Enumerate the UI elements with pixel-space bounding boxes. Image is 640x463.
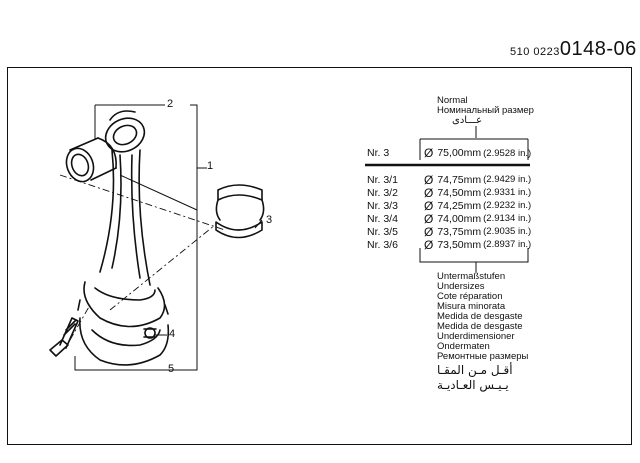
- undersize-mm: 74,00mm: [437, 212, 482, 225]
- diameter-icon: Ø: [424, 237, 434, 252]
- diameter-icon: Ø: [424, 185, 434, 200]
- undersize-inch: (2.9232 in.): [483, 200, 532, 211]
- undersize-nr: Nr. 3/4: [367, 212, 398, 225]
- diameter-icon: Ø: [424, 198, 434, 213]
- callout-1: 1: [207, 160, 214, 172]
- undersize-inch: (2.9035 in.): [483, 226, 532, 237]
- normal-label-de: Normal: [437, 95, 468, 106]
- undersize-label-ru: Ремонтные размеры: [437, 351, 529, 362]
- rod-shank: [99, 149, 151, 286]
- normal-inch: (2.9528 in.): [483, 147, 532, 159]
- undersize-mm: 74,75mm: [437, 173, 482, 186]
- bearing-shells: [215, 184, 265, 239]
- undersize-mm: 73,50mm: [437, 238, 482, 251]
- undersize-nr: Nr. 3/3: [367, 199, 398, 212]
- undersize-label-it: Misura minorata: [437, 301, 506, 312]
- undersize-inch: (2.9331 in.): [483, 187, 532, 198]
- undersize-label-es: Medida de desgaste: [437, 311, 523, 322]
- undersize-label-en: Undersizes: [437, 281, 485, 292]
- callout-5: 5: [168, 363, 175, 375]
- undersize-nr: Nr. 3/5: [367, 225, 398, 238]
- undersize-inch: (2.9429 in.): [483, 174, 532, 185]
- normal-label-ru: Номинальный размер: [437, 105, 534, 116]
- normal-size-row: Nr. 3 Ø 75,00mm (2.9528 in.): [367, 146, 537, 160]
- undersize-label-ar-1: أقـل مـن المقـا: [437, 363, 513, 377]
- undersize-nr: Nr. 3/1: [367, 173, 398, 186]
- diagram-frame: [7, 67, 632, 445]
- undersize-mm: 74,25mm: [437, 199, 482, 212]
- undersize-inch: (2.8937 in.): [483, 239, 532, 250]
- undersize-label-fr: Cote réparation: [437, 291, 503, 302]
- undersize-mm: 73,75mm: [437, 225, 482, 238]
- undersize-label-da: Underdimensioner: [437, 331, 515, 342]
- undersize-nr: Nr. 3/6: [367, 238, 398, 251]
- bolt-part: [49, 317, 79, 357]
- normal-nr: Nr. 3: [367, 147, 390, 159]
- diameter-icon: Ø: [424, 211, 434, 226]
- undersize-nr: Nr. 3/2: [367, 186, 398, 199]
- undersize-label-nl: Ondermaten: [437, 341, 490, 352]
- rod-small-end: [104, 110, 146, 153]
- callout-2: 2: [167, 98, 174, 110]
- callout-3: 3: [266, 214, 273, 226]
- diameter-icon: Ø: [424, 224, 434, 239]
- callout-4: 4: [169, 328, 176, 340]
- part-number: 510 02230148-06: [510, 38, 637, 61]
- undersize-label-de: Untermaßstufen: [437, 271, 506, 282]
- normal-label-ar: عـــادى: [452, 115, 483, 126]
- part-number-prefix: 510 0223: [510, 46, 560, 58]
- undersize-label-ar-2: يـيـس العـاديـة: [437, 378, 509, 392]
- undersize-label-pt: Medida de desgaste: [437, 321, 523, 332]
- diameter-icon: Ø: [424, 172, 434, 187]
- undersize-mm: 74,50mm: [437, 186, 482, 199]
- normal-mm: 75,00mm: [437, 147, 482, 159]
- rod-big-end: [77, 281, 169, 328]
- undersize-inch: (2.9134 in.): [483, 213, 532, 224]
- nut-part: [143, 327, 157, 339]
- diameter-icon: Ø: [424, 146, 434, 160]
- part-number-code: 0148-06: [559, 38, 637, 60]
